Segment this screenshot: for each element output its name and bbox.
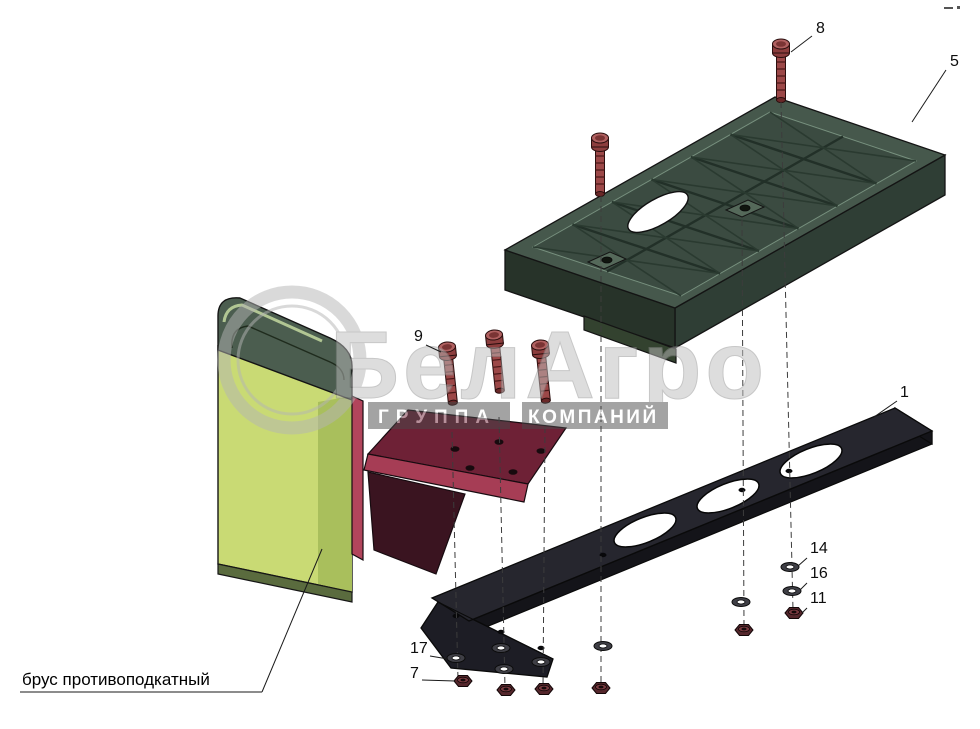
tread-step-part-5 (503, 96, 947, 364)
bar-oval-hole (696, 478, 760, 514)
spring-washer-16 (782, 586, 802, 596)
callout-14: 14 (797, 540, 828, 567)
corner-artifact (944, 6, 960, 9)
bracket-plate-holes (450, 439, 546, 475)
washer (531, 657, 551, 667)
watermark-chip-1 (368, 402, 510, 429)
callout-5-label: 5 (950, 53, 959, 70)
tray-oval-cutout (627, 190, 689, 234)
bracket-plate-front-edge (363, 453, 529, 503)
nut (496, 684, 516, 696)
callout-8-label: 8 (816, 20, 825, 37)
washer (731, 597, 751, 607)
washer (494, 664, 514, 674)
callout-14-label: 14 (810, 540, 828, 557)
tray-floor-boss-left (586, 251, 628, 270)
watermark-ring-outer (217, 285, 367, 435)
washer (491, 643, 511, 653)
callout-7: 7 (410, 665, 456, 682)
callout-7-label: 7 (410, 665, 419, 682)
callout-11: 11 (801, 590, 827, 614)
part-name-text: брус противоподкатный (22, 670, 210, 689)
watermark-chip-2 (522, 402, 668, 429)
washer-14 (780, 562, 800, 572)
watermark-tagline-word2: КОМПАНИЙ (528, 406, 659, 428)
watermark-ring-inner (236, 304, 348, 416)
callout-17-label: 17 (410, 640, 428, 657)
nut (534, 683, 554, 695)
tray-bottom-boss (583, 315, 677, 364)
callout-9: 9 (414, 328, 442, 353)
callout-16: 16 (799, 565, 828, 591)
callout-11-label: 11 (810, 590, 827, 607)
bolt-8 (771, 38, 791, 104)
beam-front-shade (318, 396, 352, 592)
callout-1-label: 1 (900, 384, 909, 401)
bar-oval-hole (613, 512, 677, 548)
tread-lattice (532, 111, 917, 297)
tray-floor-boss-right (724, 199, 766, 218)
bracket-side-sliver (351, 395, 364, 562)
callout-8: 8 (790, 20, 825, 53)
nut (734, 624, 754, 636)
bracket-gusset (367, 471, 466, 575)
assembly-axes (451, 101, 794, 689)
callout-5: 5 (911, 53, 959, 123)
callout-16-label: 16 (810, 565, 828, 582)
nut-11 (784, 607, 804, 619)
nut-7 (453, 675, 473, 687)
callout-17: 17 (410, 640, 449, 660)
washer (593, 641, 613, 651)
bolt-8b (590, 132, 610, 198)
watermark-brand: БелАгро (330, 312, 768, 419)
callout-9-label: 9 (414, 328, 423, 345)
nut (591, 682, 611, 694)
callout-1: 1 (873, 384, 909, 418)
part-name-label: брус противоподкатный (20, 548, 323, 693)
washer-17 (446, 653, 466, 663)
bar-oval-hole (779, 443, 843, 479)
watermark-tagline-word1: ГРУППА (378, 407, 496, 428)
watermark: БелАгро ГРУППА КОМПАНИЙ (217, 285, 768, 435)
